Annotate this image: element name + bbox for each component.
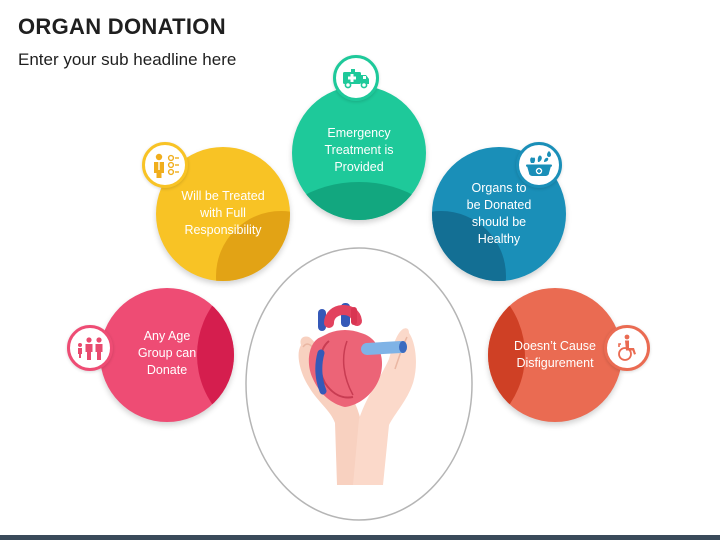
node-emergency: Emergency Treatment is Provided bbox=[292, 86, 426, 220]
organ-tray-icon bbox=[526, 151, 552, 176]
node-disfigure-label: Doesn’t Cause Disfigurement bbox=[514, 339, 596, 370]
node-age-label: Any Age Group can Donate bbox=[137, 329, 197, 377]
node-emergency-label: Emergency Treatment is Provided bbox=[324, 126, 394, 174]
badge-disfigure bbox=[604, 325, 650, 371]
slide-subtitle: Enter your sub headline here bbox=[18, 50, 237, 69]
node-disfigure: Doesn’t Cause Disfigurement bbox=[488, 288, 622, 422]
wheelchair-icon bbox=[618, 334, 636, 361]
node-treated: Will be Treated with Full Responsibility bbox=[156, 147, 290, 281]
node-healthy-label: Organs to be Donated should be Healthy bbox=[466, 181, 532, 246]
family-icon bbox=[78, 337, 103, 360]
badge-age bbox=[67, 325, 113, 371]
slide-title: ORGAN DONATION bbox=[18, 14, 226, 39]
heart-in-hands-icon bbox=[298, 303, 416, 485]
center-oval bbox=[245, 247, 473, 521]
badge-emergency bbox=[333, 55, 379, 101]
node-age: Any Age Group can Donate bbox=[100, 288, 234, 422]
ambulance-icon bbox=[343, 69, 369, 89]
node-emergency-shade bbox=[292, 182, 426, 220]
node-treated-label: Will be Treated with Full Responsibility bbox=[181, 189, 265, 237]
footer-bar bbox=[0, 535, 720, 540]
badge-treated bbox=[142, 142, 188, 188]
doctor-checklist-icon bbox=[154, 153, 179, 178]
badge-healthy bbox=[516, 142, 562, 188]
